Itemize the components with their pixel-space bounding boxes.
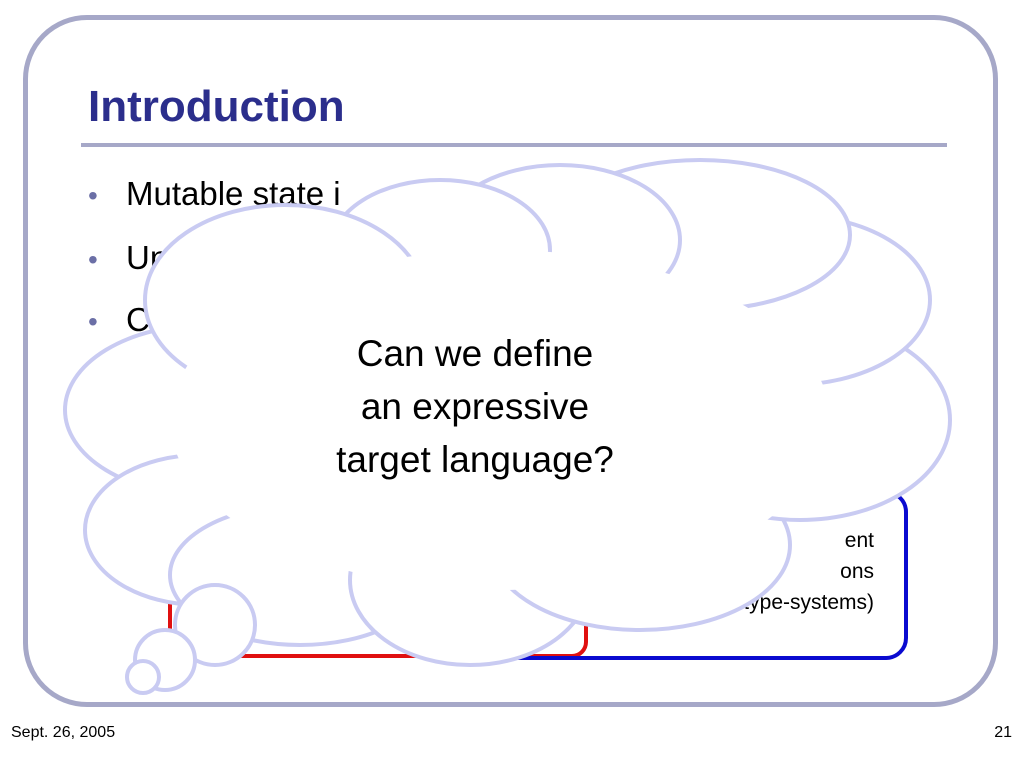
slide-title: Introduction bbox=[88, 82, 345, 131]
bullet-dot-icon: • bbox=[88, 244, 98, 275]
cloud-line: Can we define bbox=[356, 333, 594, 374]
thought-bubbles bbox=[125, 583, 257, 695]
cloud-body bbox=[170, 250, 830, 590]
blue-box-line: ., type-systems) bbox=[725, 591, 874, 614]
blue-box-line: ons bbox=[840, 560, 874, 583]
footer-date: Sept. 26, 2005 bbox=[11, 724, 116, 741]
cloud-line: target language? bbox=[336, 439, 614, 480]
title-underline bbox=[81, 143, 947, 147]
bullet-dot-icon: • bbox=[88, 180, 98, 211]
cloud-line: an expressive bbox=[360, 386, 590, 427]
bullet-dot-icon: • bbox=[88, 306, 98, 337]
cloud-question: Can we define an expressive target langu… bbox=[280, 327, 670, 486]
blue-box-text: ent ons ., type-systems) bbox=[434, 525, 874, 618]
page-number: 21 bbox=[994, 724, 1012, 741]
blue-box-line: ent bbox=[844, 529, 874, 552]
